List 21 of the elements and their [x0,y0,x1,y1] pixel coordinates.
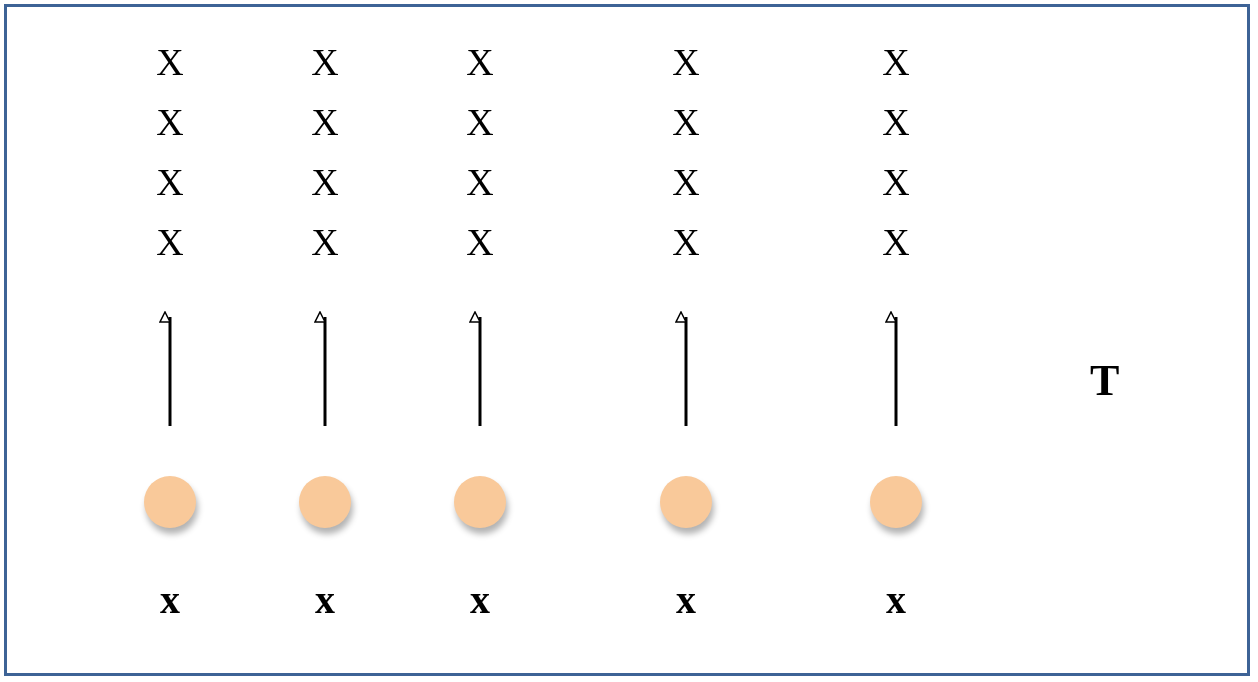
arrow [159,311,172,426]
arrow [885,311,898,426]
variable-label: x [469,578,491,622]
letter-stack: X X X X [666,32,706,272]
arrow [675,311,688,426]
variable-label: x [885,578,907,622]
letter-stack: X X X X [460,32,500,272]
axis-letter: T [1090,355,1120,406]
letter-stack: X X X X [305,32,345,272]
variable-label: x [314,578,336,622]
circle [870,476,922,528]
circle [299,476,351,528]
letter-stack: X X X X [876,32,916,272]
variable-label: x [159,578,181,622]
letter-stack: X X X X [150,32,190,272]
circle [660,476,712,528]
circle [454,476,506,528]
arrow [314,311,327,426]
variable-label: x [675,578,697,622]
circle [144,476,196,528]
arrow [469,311,482,426]
